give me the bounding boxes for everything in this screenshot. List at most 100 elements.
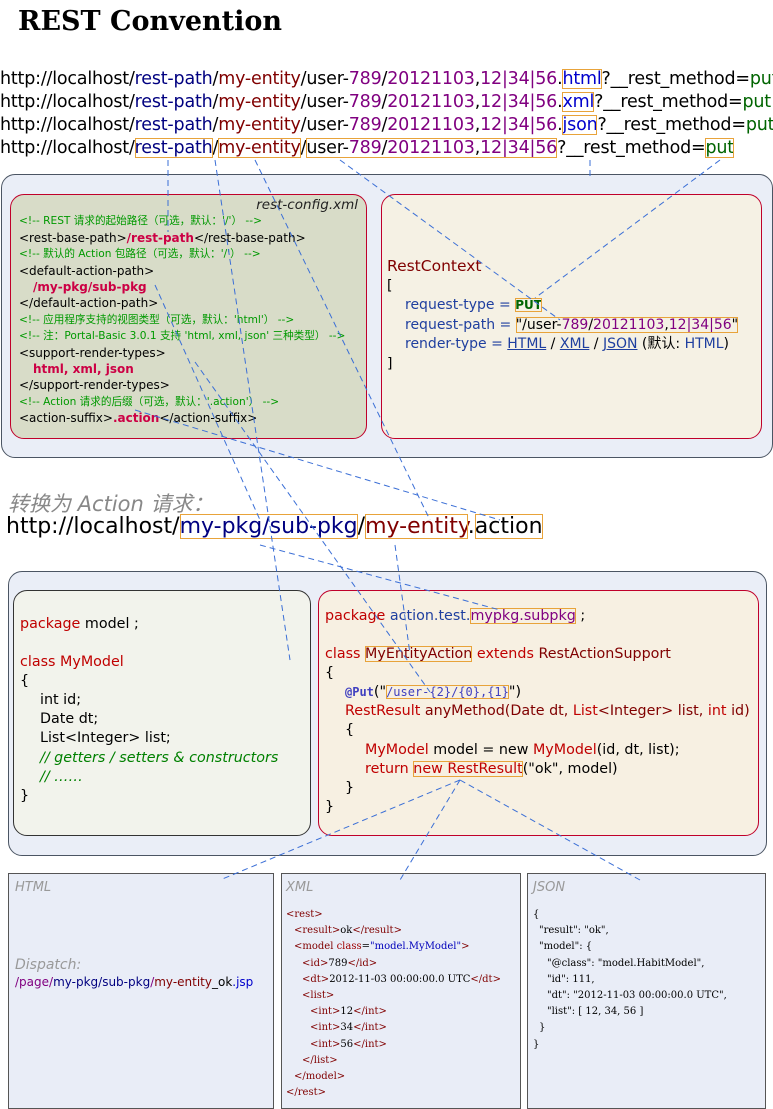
type: MyModel bbox=[365, 741, 429, 758]
path-id: 789 bbox=[561, 316, 589, 333]
xml-tag: </support-render-types> bbox=[19, 378, 170, 393]
params: <Integer> list, bbox=[597, 703, 708, 720]
url-entity: my-entity bbox=[218, 69, 301, 89]
context-value: "/user-789/20121103,12|34|56" bbox=[515, 316, 739, 333]
config-comment: <!-- 注：Portal-Basic 3.0.1 支持 'html, xml,… bbox=[19, 330, 346, 343]
paren: ) bbox=[723, 336, 730, 352]
keyword: return bbox=[365, 760, 409, 777]
url-ext: html bbox=[562, 69, 602, 89]
json-line: "list": [ 12, 34, 56 ] bbox=[547, 1006, 644, 1018]
render-json: JSON bbox=[602, 336, 638, 352]
xml-text: 12 bbox=[340, 1006, 354, 1018]
xml-text: 2012-11-03 00:00:00.0 UTC bbox=[329, 973, 471, 985]
annotation: @Put bbox=[345, 685, 374, 700]
xml-tag: <int> bbox=[310, 1022, 341, 1034]
xml-tag: <model bbox=[294, 941, 337, 953]
url-sep: / bbox=[381, 92, 388, 112]
xml-tag: </result> bbox=[352, 925, 402, 937]
rest-url-default: http://localhost/rest-path/my-entity/use… bbox=[0, 138, 734, 158]
xml-tag: <rest-base-path> bbox=[19, 230, 127, 245]
xml-tag: </rest-base-path> bbox=[193, 230, 306, 245]
url-rest-path: rest-path bbox=[134, 69, 213, 89]
xml-tag: <id> bbox=[302, 957, 329, 969]
xml-line: <model class="model.MyModel"> bbox=[286, 939, 516, 955]
context-row-path: request-path = "/user-789/20121103,12|34… bbox=[387, 316, 761, 336]
url-sep: / bbox=[381, 138, 388, 158]
bracket: [ bbox=[387, 277, 393, 294]
code: model = new bbox=[428, 741, 533, 758]
url-query: ?__rest_method= bbox=[601, 69, 751, 89]
url-sep: / bbox=[212, 92, 219, 112]
url-sep: / bbox=[300, 92, 307, 112]
context-key: request-type = bbox=[405, 297, 516, 313]
json-line: "@class": "model.HabitModel", bbox=[547, 957, 705, 969]
url-id: 789 bbox=[348, 115, 382, 135]
rest-url-html: http://localhost/rest-path/my-entity/use… bbox=[0, 69, 773, 89]
url-sep: / bbox=[300, 138, 307, 158]
url-ext: json bbox=[562, 115, 598, 135]
rest-url-json: http://localhost/rest-path/my-entity/use… bbox=[0, 115, 773, 135]
path-part: , bbox=[664, 316, 669, 333]
url-dot: . bbox=[557, 92, 563, 112]
url-method: put bbox=[705, 138, 734, 158]
url-host: http://localhost/ bbox=[0, 92, 135, 112]
json-output-box: JSON { "result": "ok", "model": { "@clas… bbox=[527, 873, 766, 1109]
path-date: 20121103 bbox=[593, 316, 665, 333]
annotation-line: @Put("/user-{2}/{0},{1}") bbox=[325, 683, 752, 702]
box-heading: JSON bbox=[533, 880, 566, 895]
xml-text: 56 bbox=[340, 1038, 354, 1050]
xml-tag: </id> bbox=[347, 957, 378, 969]
package-name: model ; bbox=[80, 616, 139, 632]
paren: (" bbox=[373, 684, 387, 701]
dispatch-label: Dispatch: bbox=[15, 957, 82, 973]
paren: ") bbox=[508, 684, 522, 701]
url-list: 12|34|56 bbox=[480, 92, 558, 112]
brace: } bbox=[345, 779, 355, 796]
json-line: } bbox=[539, 1022, 546, 1034]
config-comment: <!-- REST 请求的起始路径（可选，默认：'/'） --> bbox=[19, 215, 262, 228]
url-host: http://localhost bbox=[6, 514, 173, 539]
config-line: <rest-base-path>/rest-path</rest-base-pa… bbox=[19, 230, 358, 246]
context-key: render-type = bbox=[405, 336, 508, 352]
url-dot: . bbox=[467, 514, 475, 539]
url-id: 789 bbox=[348, 92, 382, 112]
return-type: RestResult bbox=[345, 703, 421, 720]
xml-line: <int>34</int> bbox=[286, 1020, 516, 1036]
xml-tag: <result> bbox=[294, 925, 341, 937]
url-method: put bbox=[745, 115, 773, 135]
xml-tag: </int> bbox=[353, 1022, 387, 1034]
url-list: 12|34|56 bbox=[480, 69, 558, 89]
url-query: ?__rest_method= bbox=[557, 138, 706, 158]
xml-line: <rest> bbox=[286, 909, 323, 920]
field: List<Integer> list; bbox=[40, 730, 171, 747]
code-line: return new RestResult("ok", model) bbox=[325, 760, 752, 779]
keyword: class bbox=[325, 646, 361, 663]
rest-context-title: RestContext bbox=[387, 257, 482, 275]
config-comment: <!-- 默认的 Action 包路径（可选，默认：'/'） --> bbox=[19, 248, 261, 261]
xml-line: </model> bbox=[294, 1071, 346, 1083]
code: ("ok", model) bbox=[522, 760, 618, 777]
url-date: 20121103 bbox=[387, 92, 475, 112]
code-line: class MyModel bbox=[20, 653, 304, 672]
render-xml: XML bbox=[559, 336, 590, 352]
code-comment: // …… bbox=[40, 768, 83, 785]
url-sep: / bbox=[357, 514, 366, 539]
url-sep: / bbox=[300, 69, 307, 89]
url-method: put bbox=[742, 92, 772, 112]
url-suffix: action bbox=[474, 514, 543, 539]
url-dot: . bbox=[557, 69, 563, 89]
package-name-sub: mypkg.subpkg bbox=[470, 608, 576, 624]
context-value: PUT bbox=[515, 298, 542, 312]
url-resource: user- bbox=[306, 115, 349, 135]
config-comment: <!-- 应用程序支持的视图类型（可选，默认：'html'） --> bbox=[19, 313, 295, 326]
xml-tag: </action-suffix> bbox=[159, 411, 258, 426]
xml-tag: <int> bbox=[310, 1038, 341, 1050]
url-package: my-pkg/sub-pkg bbox=[179, 514, 358, 539]
url-resource: user- bbox=[306, 92, 349, 112]
code-line: MyModel model = new MyModel(id, dt, list… bbox=[325, 741, 752, 760]
url-date: 20121103 bbox=[387, 138, 475, 158]
dispatch-path: /page/my-pkg/sub-pkg/my-entity_ok.jsp bbox=[15, 975, 267, 989]
sep: / bbox=[546, 336, 560, 352]
package-name: action.test. bbox=[385, 608, 471, 624]
xml-tag: > bbox=[461, 941, 470, 953]
